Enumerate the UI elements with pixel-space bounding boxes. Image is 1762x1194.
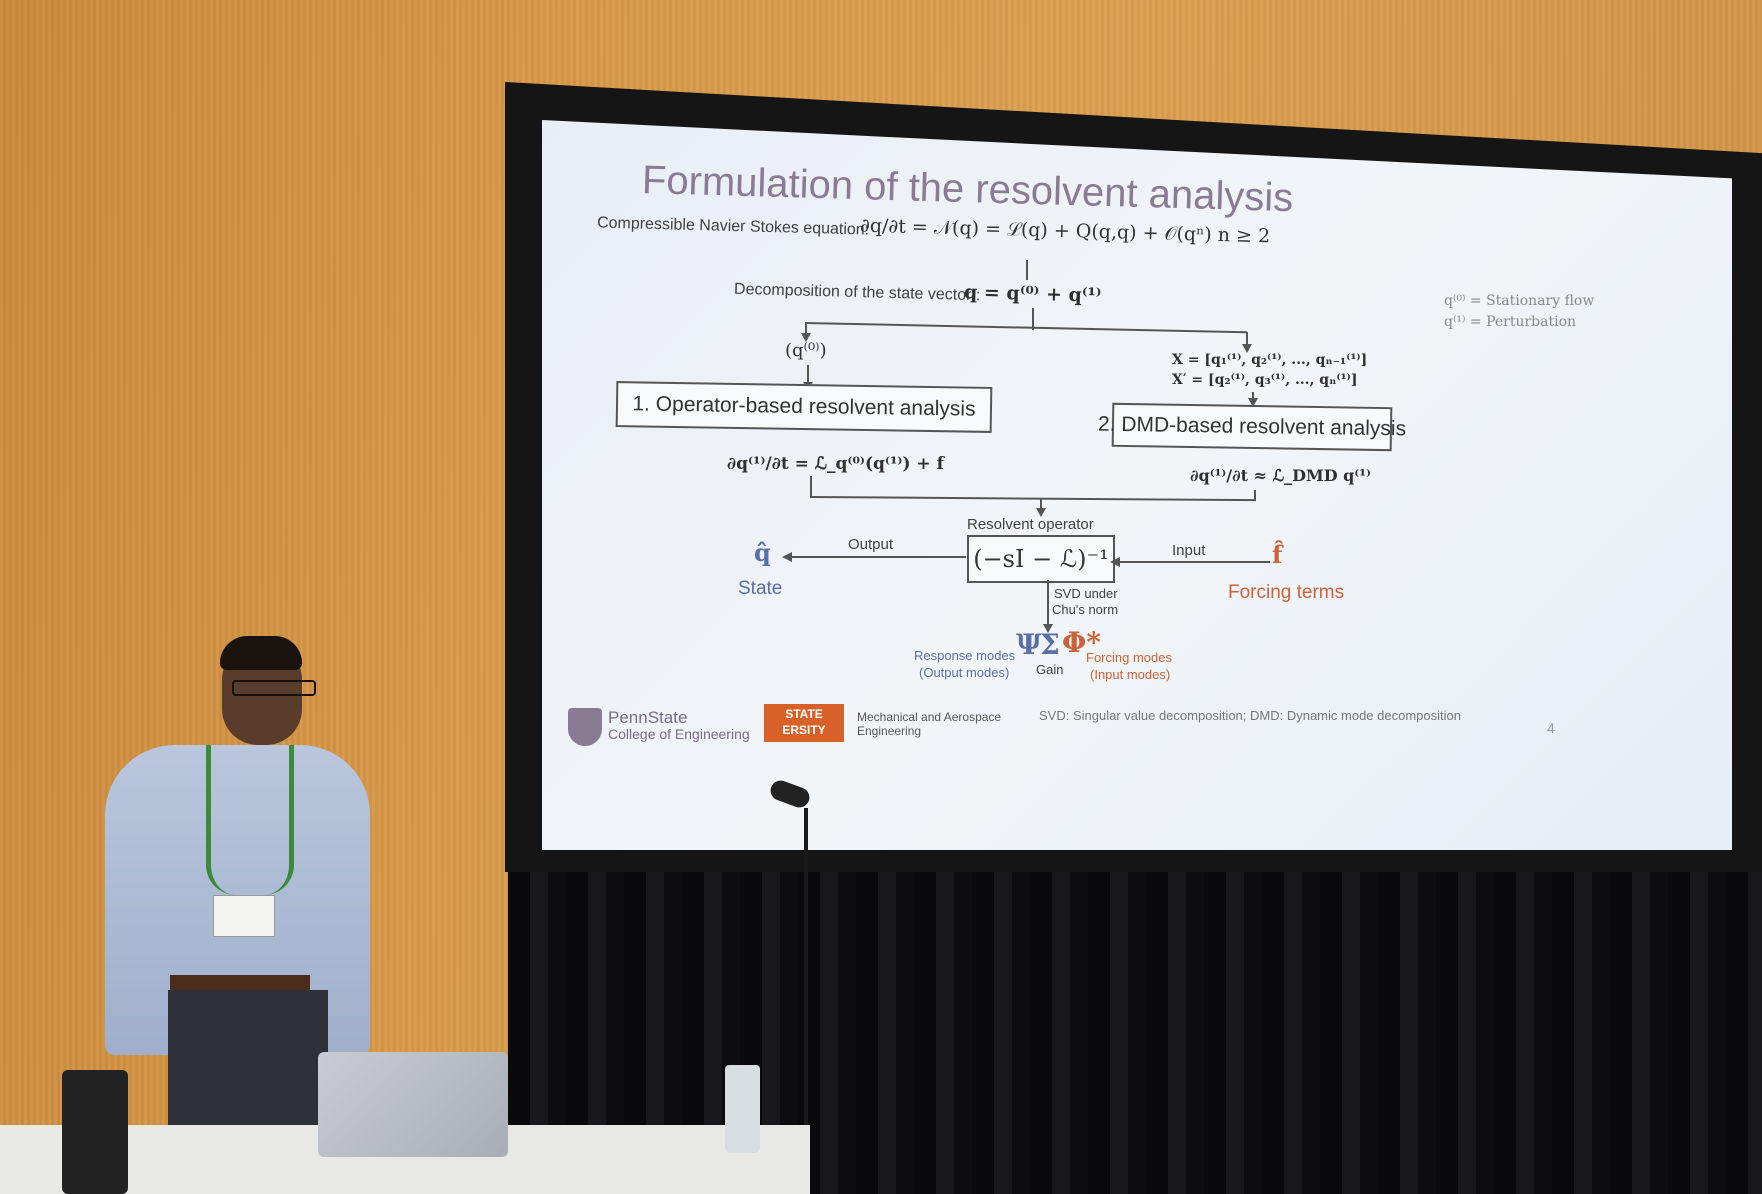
input-modes-label: (Input modes): [1090, 667, 1171, 682]
connector-line: [1246, 332, 1248, 346]
legend-perturbation: q⁽¹⁾ = Perturbation: [1444, 314, 1577, 330]
connector-line: [1026, 260, 1028, 280]
output-label: Output: [848, 536, 894, 553]
ns-label: Compressible Navier Stokes equation:: [596, 214, 870, 239]
presentation-slide: Formulation of the resolvent analysis Co…: [542, 120, 1732, 850]
svd-arrowhead: [1043, 624, 1053, 633]
connector-line: [1252, 392, 1254, 402]
state-label: State: [738, 578, 783, 599]
forcing-terms-label: Forcing terms: [1228, 582, 1345, 603]
pennstate-name: PennState: [608, 708, 688, 727]
mae-engineering: Engineering: [857, 724, 922, 738]
response-modes-label: Response modes: [914, 648, 1016, 663]
chus-norm-label: Chu's norm: [1052, 602, 1119, 617]
output-modes-label: (Output modes): [919, 665, 1010, 680]
dmd-based-box: 2. DMD-based resolvent analysis: [1098, 402, 1406, 452]
arrow-down: [1036, 508, 1046, 517]
input-arrowhead: [1110, 557, 1120, 567]
input-label: Input: [1172, 542, 1206, 559]
power-strip: [62, 1070, 128, 1194]
connector-line: [1040, 498, 1042, 510]
connector-line: [810, 476, 812, 498]
resolvent-operator-label: Resolvent operator: [967, 516, 1094, 533]
ns-equation: ∂q/∂t = 𝒩(q) = ℒ(q) + Q(q,q) + 𝒪(qⁿ) n ≥…: [859, 214, 1271, 248]
svd-arrow-line: [1047, 580, 1049, 626]
presenter-belt: [170, 975, 310, 991]
forcing-f-hat: f̂: [1272, 540, 1283, 569]
decomposition-equation: q = q⁽⁰⁾ + q⁽¹⁾: [963, 281, 1102, 307]
sigma-symbol: Σ: [1040, 628, 1060, 661]
svd-label: SVD under: [1054, 586, 1118, 601]
gain-label: Gain: [1036, 662, 1064, 677]
psi-symbol: Ψ: [1016, 628, 1042, 661]
connector-line: [1032, 308, 1034, 330]
presenter-glasses: [232, 680, 316, 696]
pennstate-shield-logo: [568, 708, 602, 746]
connector-line: [1254, 490, 1256, 500]
decomposition-label: Decomposition of the state vector :: [733, 280, 981, 305]
resolvent-operator-box: (−sI − ℒ)⁻¹: [967, 535, 1115, 583]
sanitizer-bottle: [725, 1065, 760, 1153]
output-arrowhead: [782, 552, 792, 562]
snapshot-matrix-x-prime: X′ = [q₂⁽¹⁾, q₃⁽¹⁾, ..., qₙ⁽¹⁾]: [1172, 372, 1358, 388]
operator-based-box: 1. Operator-based resolvent analysis: [615, 381, 993, 433]
input-arrow-line: [1112, 561, 1270, 563]
output-arrow-line: [792, 556, 966, 558]
connector-line: [805, 322, 807, 336]
arrow-down: [1242, 344, 1252, 353]
operator-equation: ∂q⁽¹⁾/∂t = ℒ_q⁽⁰⁾(q⁽¹⁾) + f: [727, 454, 944, 474]
osu-logo: STATE ERSITY: [764, 704, 844, 742]
split-line: [804, 322, 1247, 334]
mae-dept: Mechanical and Aerospace: [857, 710, 1002, 724]
merge-line: [809, 496, 1256, 502]
dmd-equation: ∂q⁽¹⁾/∂t ≈ ℒ_DMD q⁽¹⁾: [1190, 466, 1371, 485]
phi-star-symbol: Φ*: [1062, 626, 1102, 659]
arrow-down: [801, 333, 811, 342]
microphone-stand: [804, 808, 808, 1194]
osu-logo-top: STATE: [785, 707, 823, 721]
name-badge: [213, 895, 275, 937]
osu-logo-bottom: ERSITY: [782, 723, 826, 737]
forcing-modes-label: Forcing modes: [1086, 650, 1172, 665]
pennstate-college: College of Engineering: [608, 726, 750, 742]
slide-title: Formulation of the resolvent analysis: [641, 158, 1294, 221]
footnote: SVD: Singular value decomposition; DMD: …: [1039, 708, 1461, 723]
laptop: [318, 1052, 508, 1157]
state-q-hat: q̂: [754, 538, 771, 567]
legend-stationary: q⁽⁰⁾ = Stationary flow: [1444, 293, 1595, 309]
arrow-down: [1248, 398, 1258, 407]
connector-line: [807, 365, 809, 385]
left-input-q0: (q⁽⁰⁾): [785, 340, 827, 361]
snapshot-matrix-x: X = [q₁⁽¹⁾, q₂⁽¹⁾, ..., qₙ₋₁⁽¹⁾]: [1172, 352, 1368, 368]
page-number: 4: [1547, 720, 1555, 736]
lanyard: [206, 745, 294, 895]
presenter-hair: [220, 636, 302, 670]
